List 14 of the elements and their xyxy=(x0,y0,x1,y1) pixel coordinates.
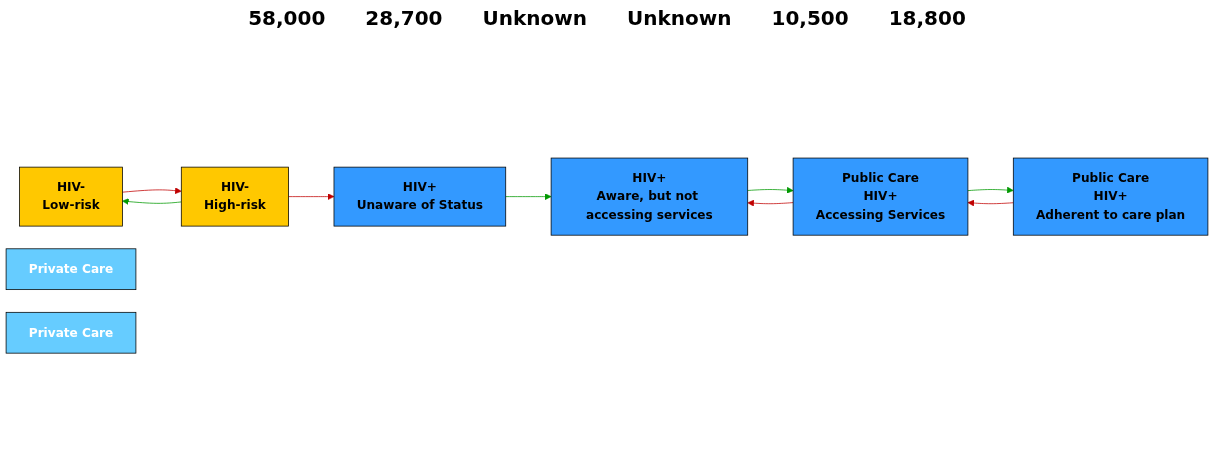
node-box: HIV- High-risk xyxy=(180,167,289,227)
bracket-label: 18,800 xyxy=(888,6,966,30)
node-box: Public Care HIV+ Accessing Services xyxy=(792,158,969,236)
node-box: Private Care xyxy=(5,312,137,354)
node-box: Public Care HIV+ Adherent to care plan xyxy=(1012,158,1209,236)
bracket-label: Unknown xyxy=(627,6,732,30)
bracket-label: 58,000 xyxy=(248,6,326,30)
node-box: HIV+ Aware, but not accessing services xyxy=(550,158,749,236)
node-box: Private Care xyxy=(5,248,137,291)
bracket-label: Unknown xyxy=(482,6,587,30)
bracket-label: 28,700 xyxy=(365,6,443,30)
node-box: HIV+ Unaware of Status xyxy=(333,167,507,227)
bracket-label: 10,500 xyxy=(771,6,849,30)
node-box: HIV- Low-risk xyxy=(19,167,123,227)
